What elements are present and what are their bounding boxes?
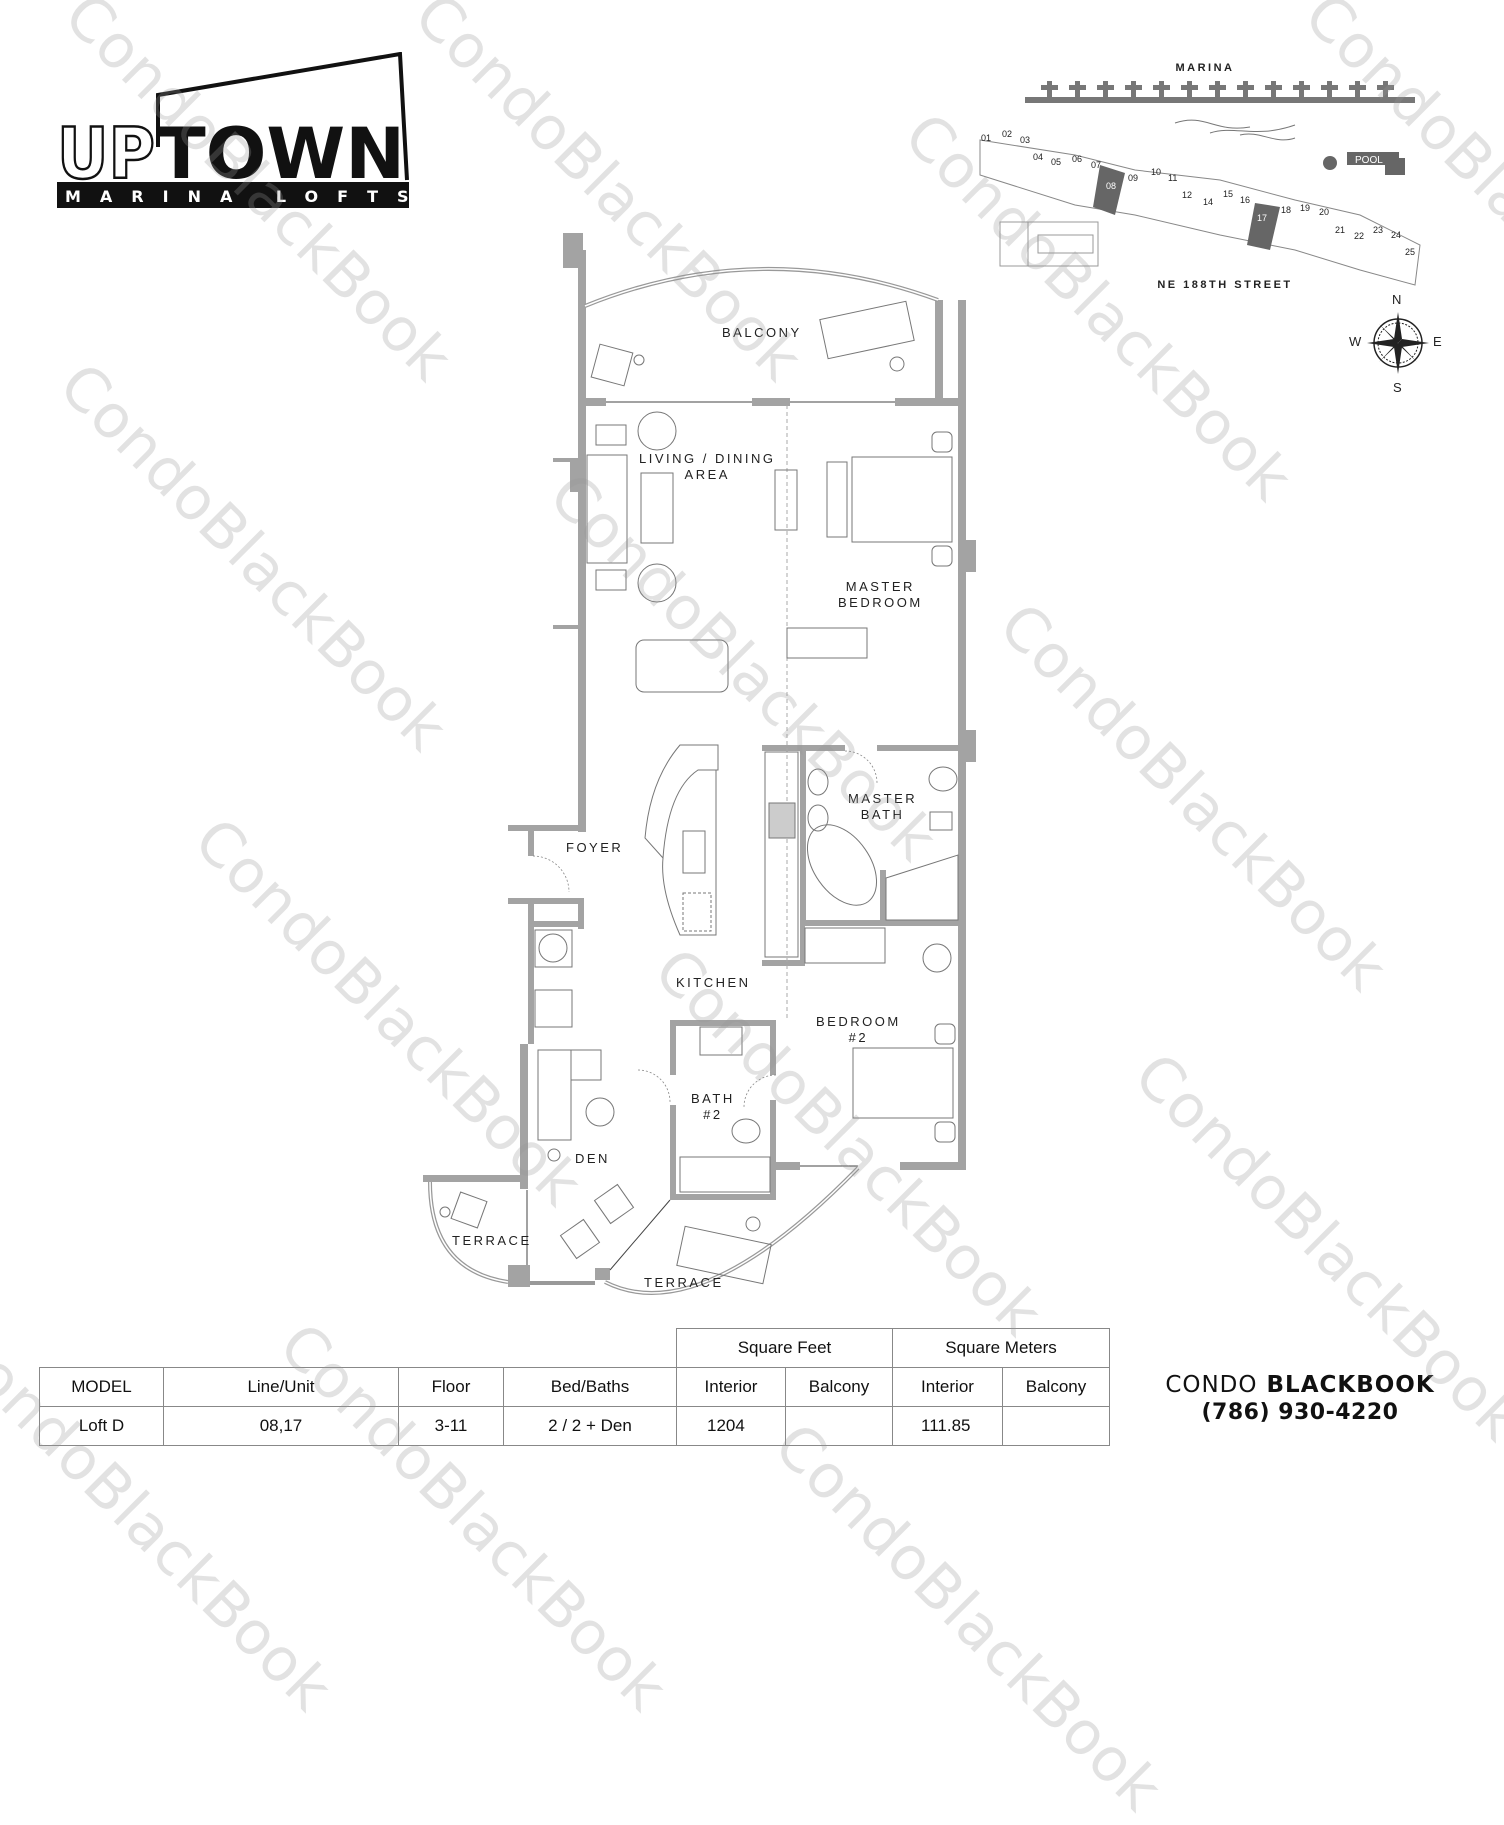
table-header-cell: Bed/Baths [503, 1367, 677, 1407]
svg-text:03: 03 [1020, 135, 1030, 145]
compass-rose: N W E S [1345, 292, 1445, 397]
brand-name-bold: BLACKBOOK [1266, 1372, 1435, 1398]
uptown-marina-lofts-logo: UP TOWN MARINA LOFTS [55, 51, 410, 212]
table-header-row: MODEL Line/Unit Floor Bed/Baths Interior… [39, 1367, 1110, 1407]
phone-number[interactable]: (786) 930-4220 [1201, 1400, 1399, 1425]
svg-text:23: 23 [1373, 225, 1383, 235]
room-label-den: DEN [575, 1151, 610, 1166]
table-header-cell: Interior [676, 1367, 786, 1407]
compass-north: N [1392, 292, 1402, 307]
marina-label: MARINA [1176, 62, 1235, 74]
site-map: POOL MARINA NE 188TH STREET 01 02 03 04 05 0… [975, 55, 1425, 305]
table-header-cell: Interior [892, 1367, 1003, 1407]
compass-icon [1367, 312, 1429, 374]
table-cell-sqm-interior: 111.85 [892, 1406, 1003, 1446]
room-label-balcony: BALCONY [722, 325, 802, 340]
table-cell-sqft-balcony [785, 1406, 893, 1446]
room-label-line: #2 [703, 1107, 723, 1122]
svg-text:12: 12 [1182, 190, 1192, 200]
room-label-terrace-left: TERRACE [452, 1233, 532, 1248]
logo-up-text: UP [57, 113, 155, 195]
table-cell-line-unit: 08,17 [163, 1406, 399, 1446]
table-header-cell: Balcony [785, 1367, 893, 1407]
compass-east: E [1433, 334, 1442, 349]
table-cell-floor: 3-11 [398, 1406, 504, 1446]
svg-text:07: 07 [1091, 160, 1101, 170]
room-label-kitchen: KITCHEN [676, 975, 751, 990]
unit-spec-table: Square Feet Square Meters MODEL Line/Uni… [39, 1328, 1110, 1446]
svg-text:22: 22 [1354, 231, 1364, 241]
svg-text:21: 21 [1335, 225, 1345, 235]
svg-text:08: 08 [1106, 181, 1116, 191]
room-label-line: MASTER [845, 579, 915, 594]
table-group-header-sqft: Square Feet [676, 1328, 893, 1368]
logo-town-text: TOWN [157, 113, 405, 195]
table-cell-sqft-interior: 1204 [676, 1406, 786, 1446]
svg-text:09: 09 [1128, 173, 1138, 183]
room-label-line: AREA [684, 467, 730, 482]
svg-text:05: 05 [1051, 157, 1061, 167]
brand-name-light: CONDO [1165, 1372, 1258, 1398]
floor-plan: BALCONY LIVING / DINING AREA MASTER BEDR… [420, 228, 980, 1323]
compass-south: S [1393, 380, 1402, 395]
svg-text:04: 04 [1033, 152, 1043, 162]
room-label-master-bath: MASTER BATH [848, 791, 917, 823]
room-label-line: BATH [691, 1091, 735, 1106]
watermark: CondoBlackBook [760, 1410, 1176, 1825]
room-label-line: BEDROOM [816, 1014, 901, 1029]
svg-text:19: 19 [1300, 203, 1310, 213]
room-label-bedroom-2: BEDROOM #2 [816, 1014, 901, 1046]
table-header-cell: MODEL [39, 1367, 164, 1407]
room-label-line: BATH [860, 807, 905, 822]
table-header-cell: Floor [398, 1367, 504, 1407]
svg-text:25: 25 [1405, 247, 1415, 257]
svg-text:18: 18 [1281, 205, 1291, 215]
svg-text:17: 17 [1257, 213, 1267, 223]
table-cell-bed-baths: 2 / 2 + Den [503, 1406, 677, 1446]
room-label-master-bedroom: MASTER BEDROOM [838, 579, 923, 611]
room-label-line: #2 [848, 1030, 869, 1045]
svg-text:14: 14 [1203, 197, 1213, 207]
svg-text:16: 16 [1240, 195, 1250, 205]
compass-west: W [1349, 334, 1362, 349]
watermark: CondoBlackBook [45, 350, 461, 766]
table-header-cell: Balcony [1002, 1367, 1110, 1407]
table-cell-sqm-balcony [1002, 1406, 1110, 1446]
svg-text:10: 10 [1151, 167, 1161, 177]
contact-block: CONDO BLACKBOOK (786) 930-4220 [1120, 1372, 1480, 1425]
table-header-cell: Line/Unit [163, 1367, 399, 1407]
logo-subtitle: MARINA LOFTS [65, 187, 410, 206]
svg-text:02: 02 [1002, 129, 1012, 139]
svg-text:15: 15 [1223, 189, 1233, 199]
table-row: Loft D 08,17 3-11 2 / 2 + Den 1204 111.8… [39, 1406, 1110, 1446]
table-blank-cell [40, 1329, 677, 1368]
room-label-living-dining: LIVING / DINING AREA [639, 451, 775, 483]
svg-text:11: 11 [1168, 173, 1177, 183]
svg-text:20: 20 [1319, 207, 1329, 217]
svg-text:24: 24 [1391, 230, 1401, 240]
room-label-terrace-right: TERRACE [644, 1275, 724, 1290]
table-group-header-sqm: Square Meters [892, 1328, 1110, 1368]
room-label-bath-2: BATH #2 [691, 1091, 735, 1123]
svg-text:01: 01 [981, 133, 991, 143]
room-label-line: MASTER [848, 791, 918, 806]
table-group-header-row: Square Feet Square Meters [40, 1328, 1110, 1368]
watermark: CondoBlackBook [985, 590, 1401, 1006]
room-label-line: BEDROOM [838, 595, 923, 610]
room-label-foyer: FOYER [566, 840, 624, 855]
brand-name: CONDO BLACKBOOK [1120, 1372, 1480, 1398]
pool-label: POOL [1355, 155, 1383, 166]
table-cell-model: Loft D [39, 1406, 164, 1446]
street-label: NE 188TH STREET [1157, 279, 1292, 291]
svg-text:06: 06 [1072, 154, 1082, 164]
room-label-line: LIVING / DINING [639, 451, 776, 466]
